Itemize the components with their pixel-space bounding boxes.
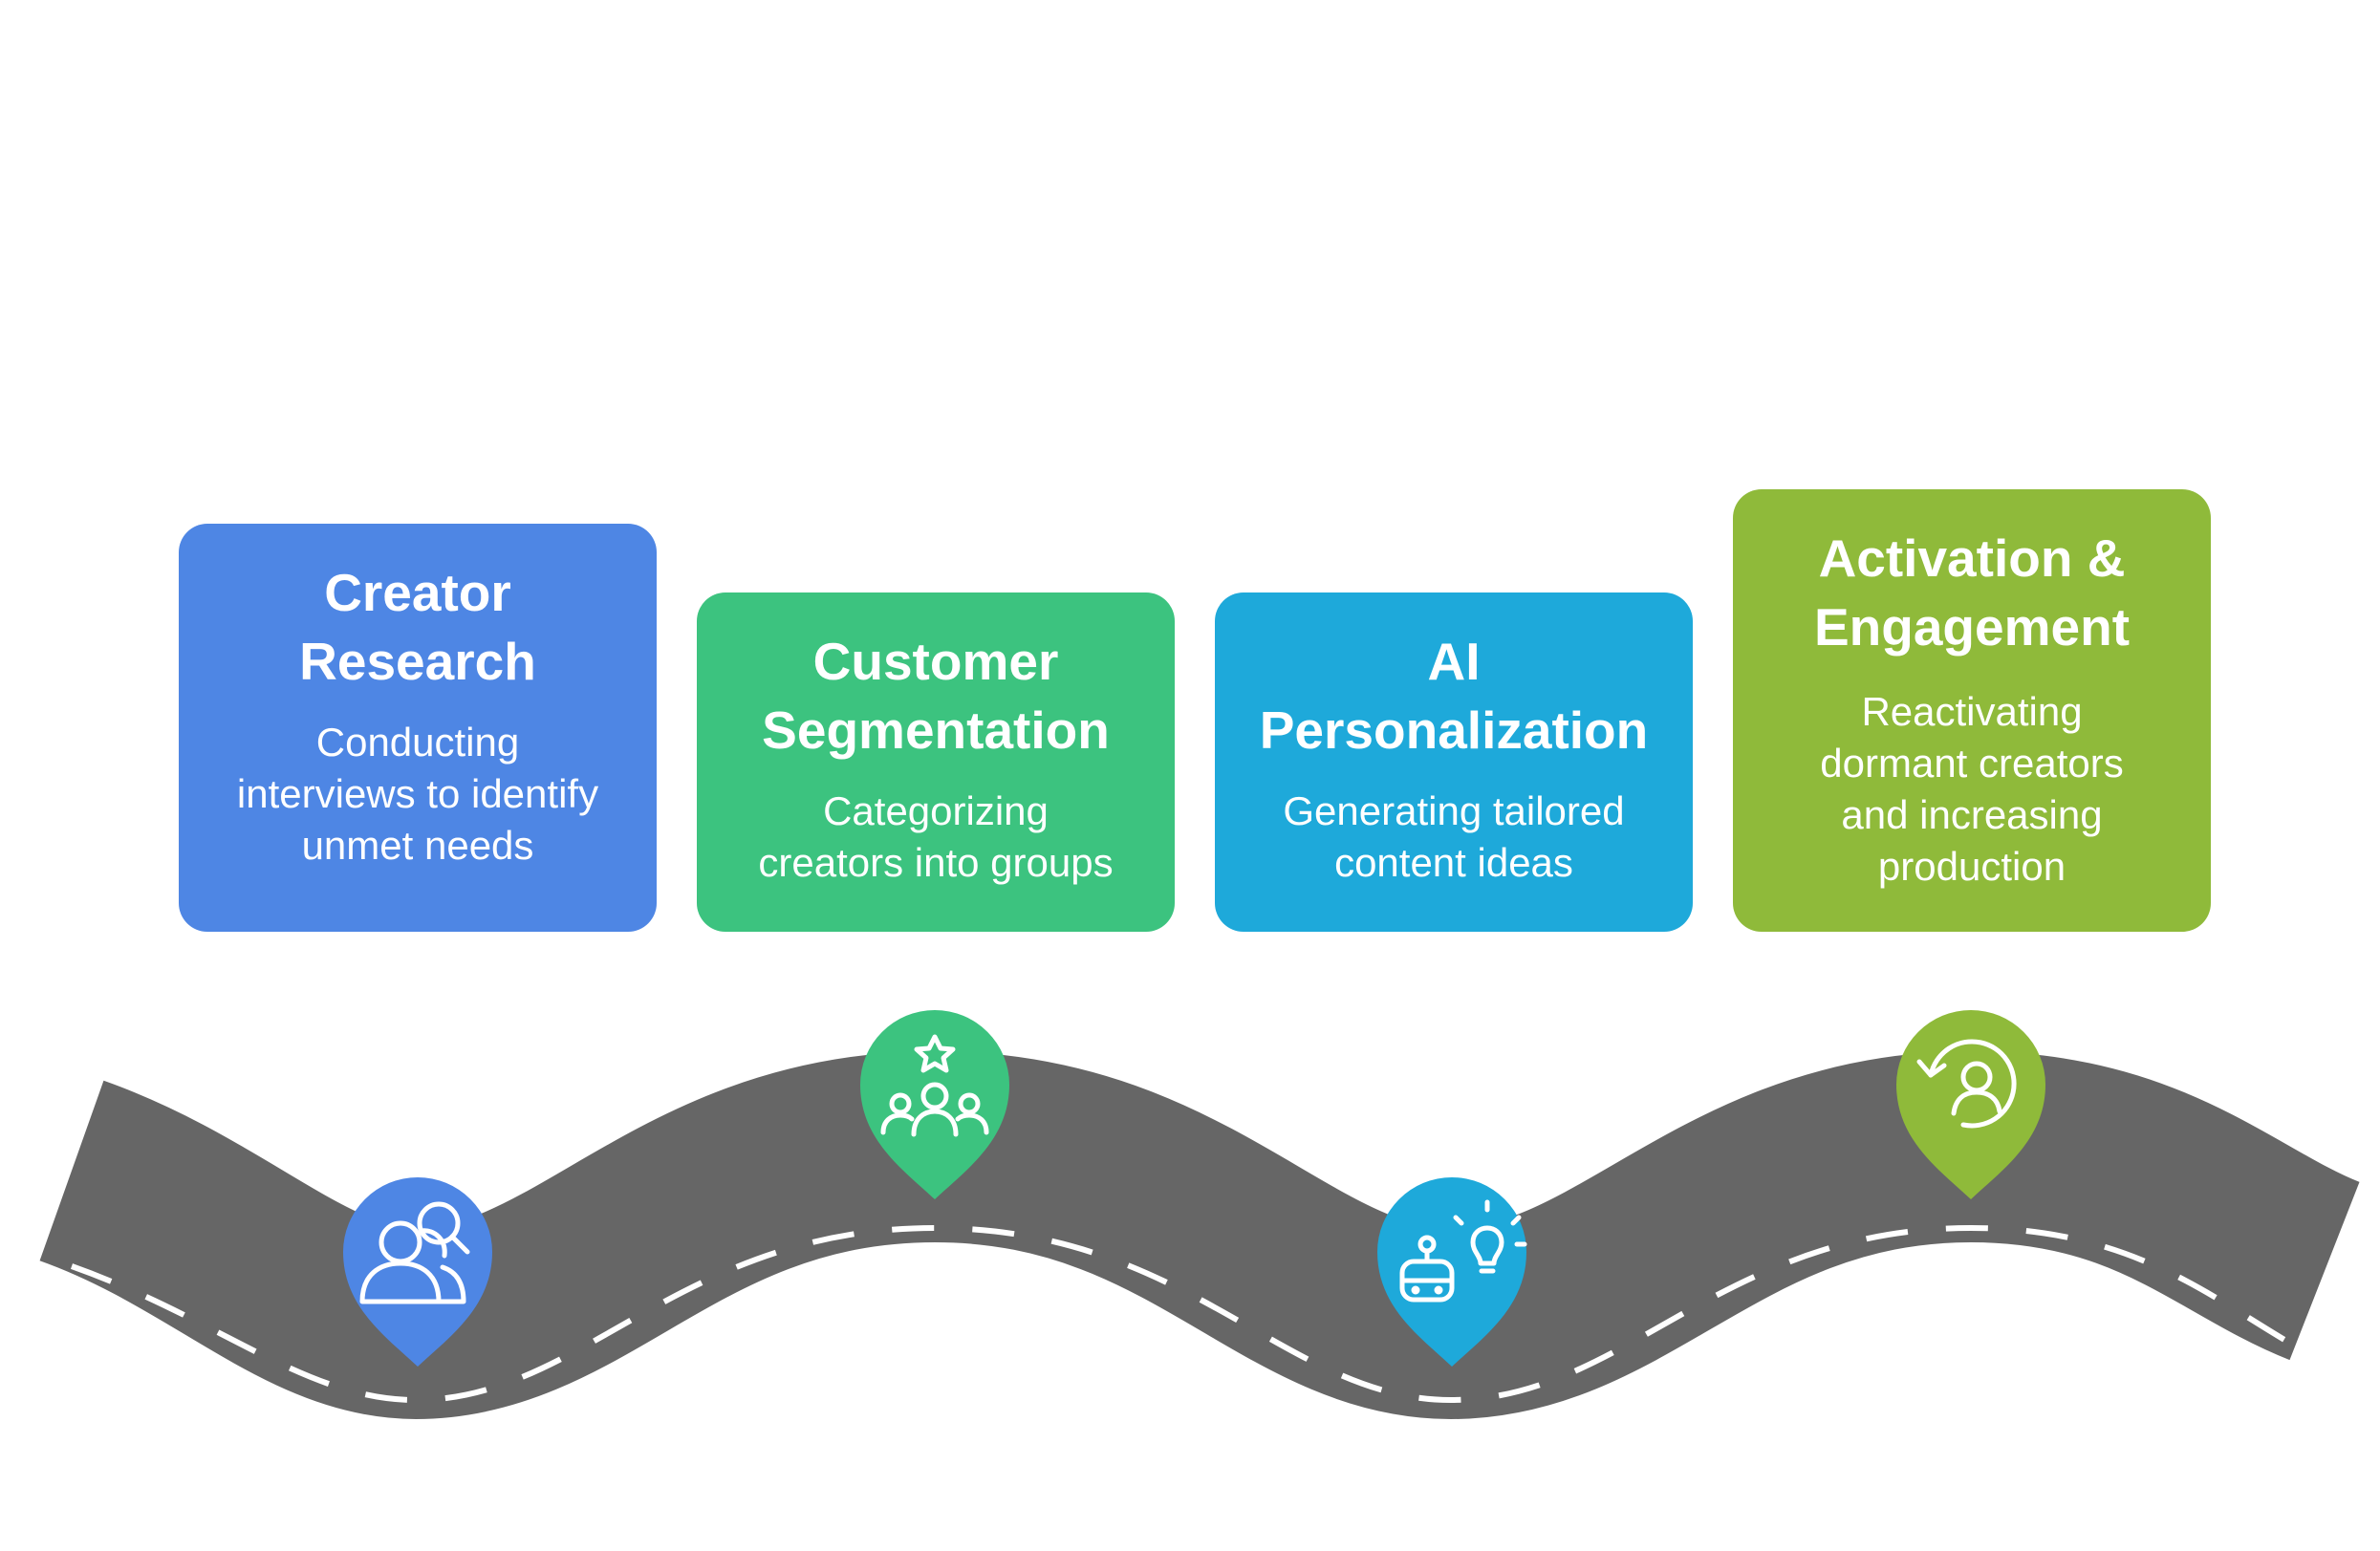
step-card-customer-segmentation: Customer Segmentation Categorizing creat… <box>697 592 1175 932</box>
step-title: Customer Segmentation <box>762 632 1110 760</box>
road-center-line <box>70 1224 2326 1404</box>
step-description: Generating tailored content ideas <box>1283 788 1625 885</box>
step-card-activation-engagement: Activation & Engagement Reactivating dor… <box>1733 489 2211 932</box>
step-title: Activation & Engagement <box>1813 528 2131 657</box>
step-title: Creator Research <box>299 563 536 691</box>
step-title: AI Personalization <box>1259 632 1649 760</box>
step-description: Reactivating dormant creators and increa… <box>1820 689 2124 889</box>
step-description: Conducting interviews to identify unmet … <box>236 720 599 868</box>
step-card-creator-research: Creator Research Conducting interviews t… <box>179 524 657 932</box>
step-description: Categorizing creators into groups <box>758 788 1114 885</box>
step-card-ai-personalization: AI Personalization Generating tailored c… <box>1215 592 1693 932</box>
